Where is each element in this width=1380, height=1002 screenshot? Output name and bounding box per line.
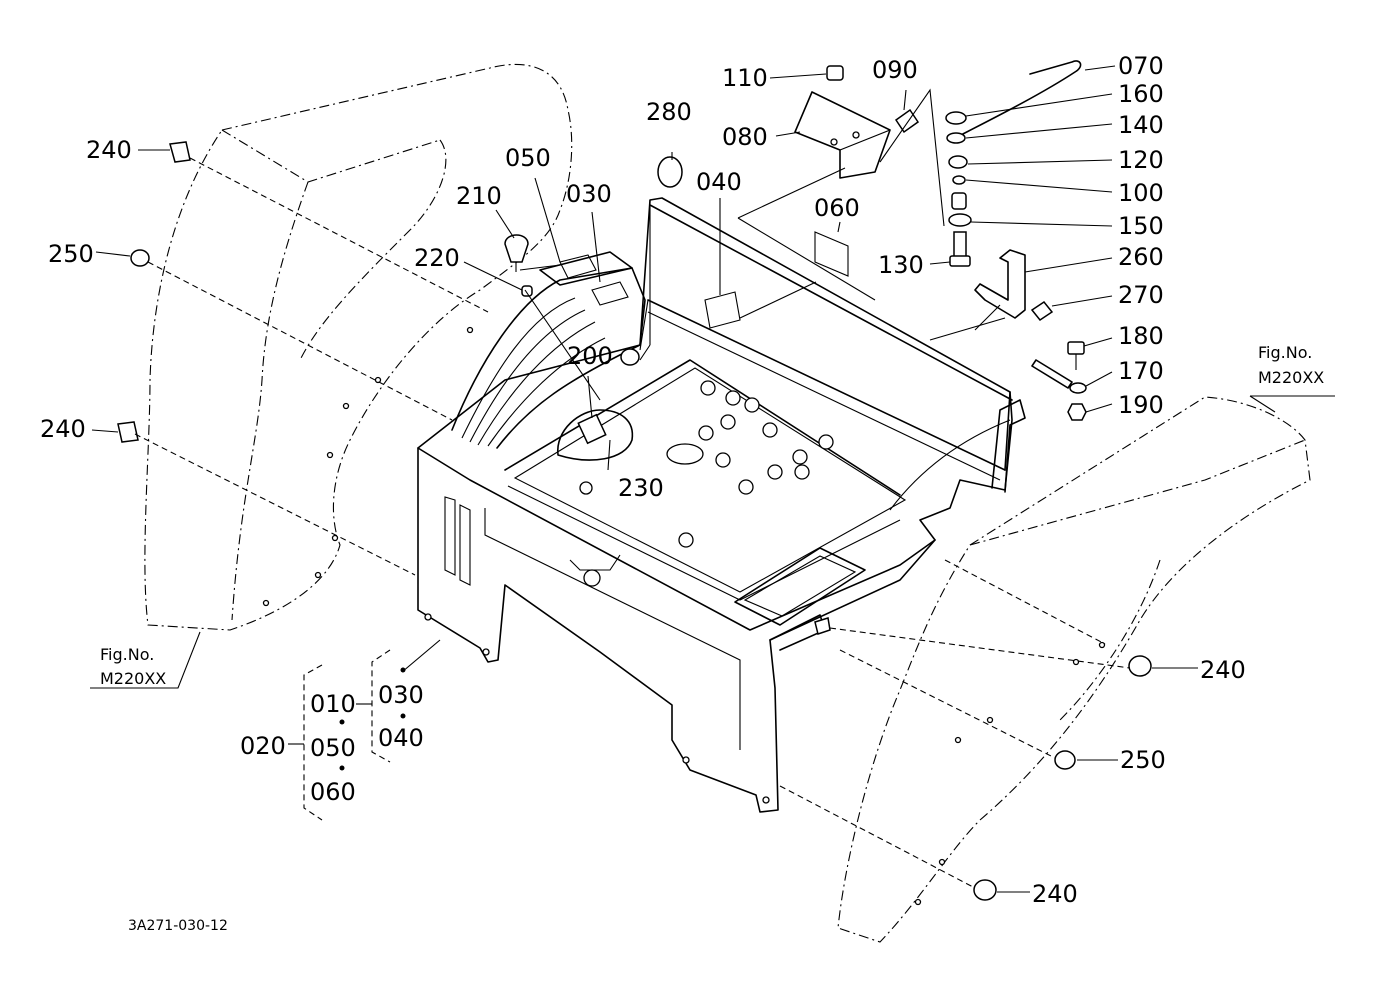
label-190: 190 <box>1118 391 1164 419</box>
label-050-assy: 050 <box>310 734 356 762</box>
label-240-b: 240 <box>40 415 86 443</box>
bolt-240-a <box>169 141 191 163</box>
label-170: 170 <box>1118 357 1164 385</box>
label-120: 120 <box>1118 146 1164 174</box>
label-060: 060 <box>814 194 860 222</box>
label-040-assy: 040 <box>378 724 424 752</box>
label-130: 130 <box>878 251 924 279</box>
main-frame <box>417 197 1073 813</box>
label-010: 010 <box>310 690 356 718</box>
label-220: 220 <box>414 244 460 272</box>
svg-text:M220XX: M220XX <box>100 669 166 688</box>
label-100: 100 <box>1118 179 1164 207</box>
label-110: 110 <box>722 64 768 92</box>
callout-labels: 110 090 070 160 140 120 100 150 130 260 … <box>40 52 1246 908</box>
label-160: 160 <box>1118 80 1164 108</box>
label-140: 140 <box>1118 111 1164 139</box>
assembly-lines <box>134 88 1131 889</box>
assembly-bracket: 020 010 050 060 030 040 <box>240 649 424 821</box>
label-240-d: 240 <box>1032 880 1078 908</box>
svg-text:Fig.No.: Fig.No. <box>100 645 154 664</box>
label-240-c: 240 <box>1200 656 1246 684</box>
label-280: 280 <box>646 98 692 126</box>
drawing-code: 3A271-030-12 <box>128 918 228 934</box>
label-210: 210 <box>456 182 502 210</box>
label-030: 030 <box>566 180 612 208</box>
leader-lines <box>90 65 1335 893</box>
label-020: 020 <box>240 732 286 760</box>
label-030-assy: 030 <box>378 681 424 709</box>
svg-text:M220XX: M220XX <box>1258 368 1324 387</box>
label-260: 260 <box>1118 243 1164 271</box>
left-fender <box>144 63 573 631</box>
nut-250-b <box>1054 750 1076 770</box>
label-180: 180 <box>1118 322 1164 350</box>
label-250-a: 250 <box>48 240 94 268</box>
label-090: 090 <box>872 56 918 84</box>
label-270: 270 <box>1118 281 1164 309</box>
hardware-parts <box>117 60 1152 901</box>
label-230: 230 <box>618 474 664 502</box>
label-200: 200 <box>567 342 613 370</box>
label-250-b: 250 <box>1120 746 1166 774</box>
right-fender <box>837 396 1311 943</box>
label-050: 050 <box>505 144 551 172</box>
bolt-240-d <box>973 879 997 901</box>
label-070: 070 <box>1118 52 1164 80</box>
fig-reference-right: Fig.No. M220XX <box>1258 343 1324 387</box>
label-080: 080 <box>722 123 768 151</box>
bolt-240-c <box>1128 655 1152 677</box>
svg-text:Fig.No.: Fig.No. <box>1258 343 1312 362</box>
nut-250-a <box>130 249 150 267</box>
label-060-assy: 060 <box>310 778 356 806</box>
label-040: 040 <box>696 168 742 196</box>
label-150: 150 <box>1118 212 1164 240</box>
label-240-a: 240 <box>86 136 132 164</box>
fig-reference-left: Fig.No. M220XX <box>100 645 166 688</box>
bolt-240-b <box>117 421 139 443</box>
